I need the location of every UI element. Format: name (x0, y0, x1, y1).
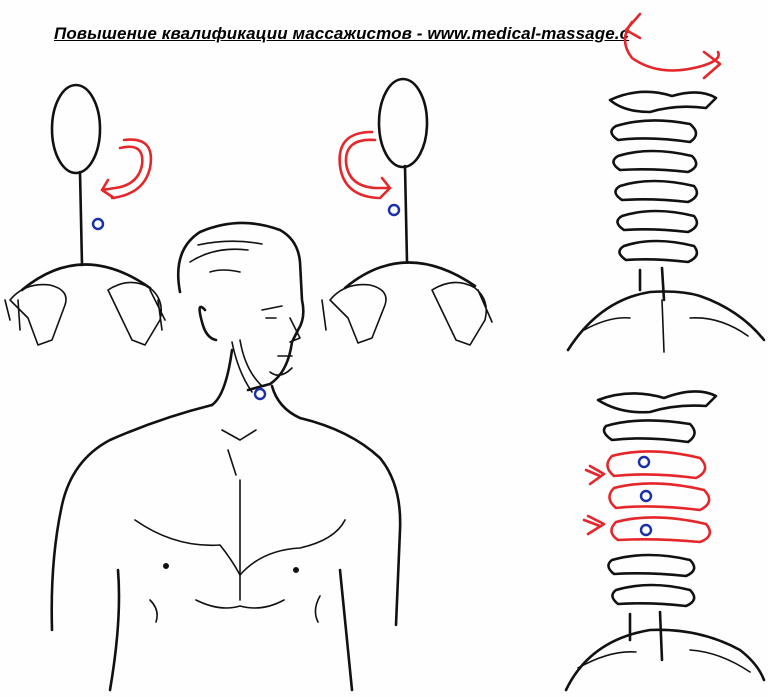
head-outline (178, 223, 303, 390)
neck-line (405, 166, 407, 262)
cervical-spine-segments (566, 391, 764, 690)
nipple-left (164, 564, 169, 569)
vertebrae-stack-bottom (598, 391, 716, 660)
head-oval-icon (52, 85, 100, 173)
segment-arrow-lower-icon (584, 516, 604, 534)
spine-rotation-arrow-icon (625, 22, 719, 71)
pressure-point-marker-icon (641, 525, 651, 535)
pressure-point-marker-icon (641, 491, 651, 501)
jaw-shading (232, 340, 262, 392)
hair-strands (190, 241, 262, 272)
pressure-point-marker-icon (93, 219, 103, 229)
right-torso-side (340, 570, 352, 690)
face-features (262, 306, 300, 375)
rib-details-bottom (578, 650, 750, 672)
rib-arc-top (568, 292, 764, 351)
sternum-abdomen-lines (196, 430, 284, 608)
head-oval-icon (379, 79, 427, 167)
ear-icon (200, 307, 216, 340)
pressure-point-marker-icon (389, 205, 399, 215)
rib-marks (150, 596, 320, 622)
segment-arrow-upper-icon (586, 466, 604, 484)
highlighted-vertebra-1 (607, 451, 705, 478)
scapula-right-icon (108, 282, 165, 345)
pressure-point-marker-icon (639, 457, 649, 467)
scapula-left-icon (322, 285, 386, 343)
scapula-left-icon (5, 285, 66, 345)
spine-rotation-arrow-tail (626, 14, 640, 38)
scapula-right-icon (432, 282, 492, 345)
left-head-rotation-diagram (5, 85, 165, 345)
highlighted-vertebra-2 (609, 483, 709, 510)
left-torso-side (110, 570, 119, 690)
cervical-spine-rotation (568, 14, 764, 352)
highlighted-vertebra-3 (611, 517, 709, 542)
vertebrae-stack-top (610, 92, 716, 300)
human-torso-illustration (52, 223, 400, 690)
left-shoulder-arm (52, 405, 212, 630)
neck-line (80, 172, 82, 265)
right-head-rotation-diagram (322, 79, 492, 345)
rotation-arrow-left-outline (112, 140, 151, 198)
nipple-right (294, 568, 299, 573)
shoulder-arc (22, 264, 150, 290)
pressure-point-marker-icon (255, 389, 265, 399)
right-shoulder-arm (300, 418, 400, 625)
